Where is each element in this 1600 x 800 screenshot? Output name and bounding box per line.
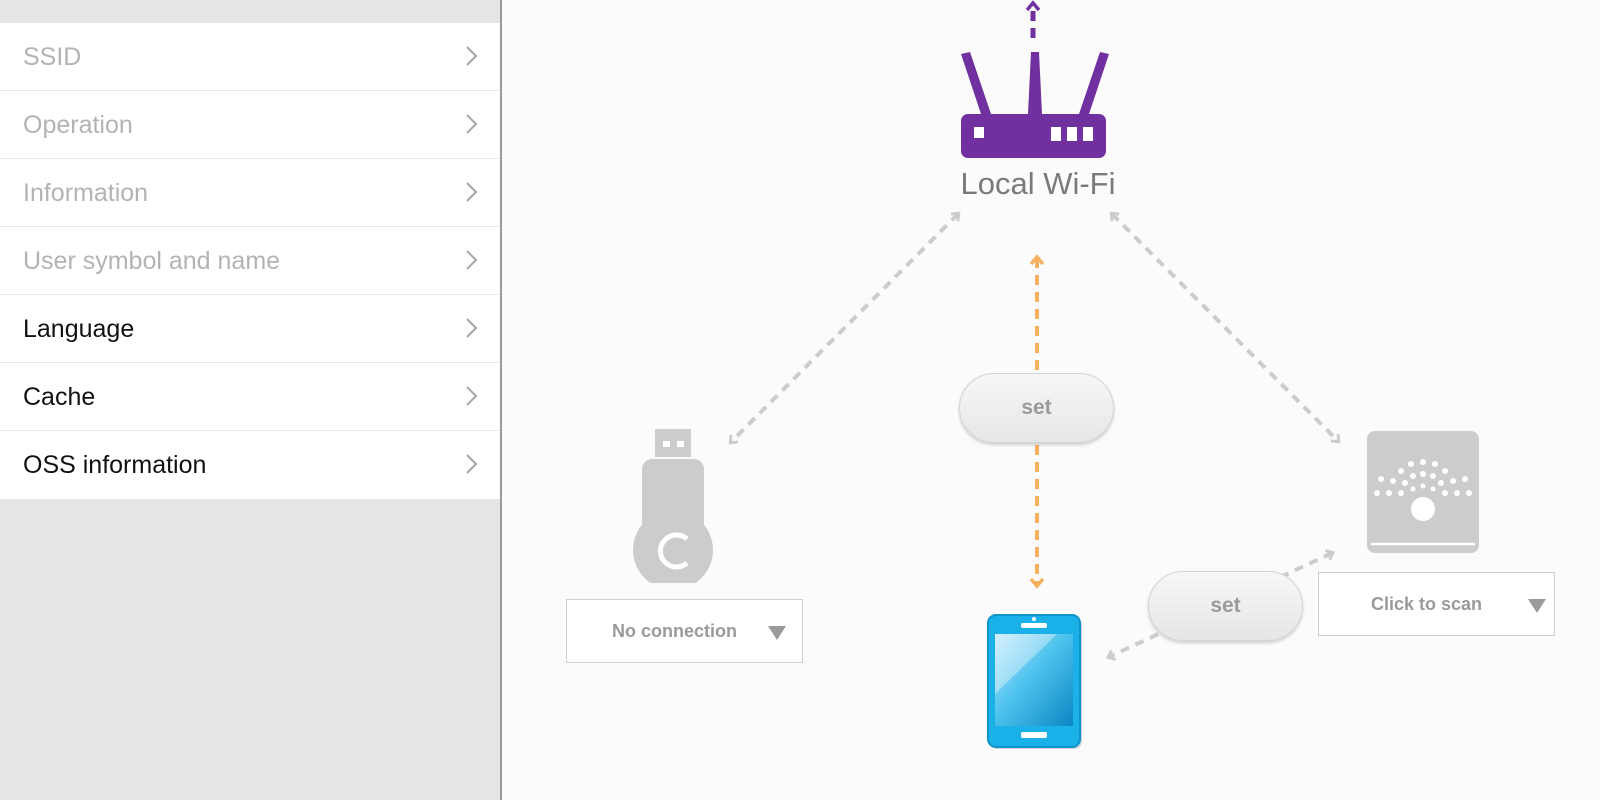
menu-item-ssid[interactable]: SSID xyxy=(0,23,500,91)
menu-item-user-symbol-and-name[interactable]: User symbol and name xyxy=(0,227,500,295)
smartphone-icon xyxy=(987,614,1082,749)
device-left-dropdown[interactable]: No connection xyxy=(566,599,803,663)
chevron-right-icon xyxy=(466,454,478,474)
device-right-dropdown[interactable]: Click to scan xyxy=(1318,572,1555,636)
menu-item-language[interactable]: Language xyxy=(0,295,500,363)
menu-item-cache[interactable]: Cache xyxy=(0,363,500,431)
menu-item-label: Operation xyxy=(23,111,133,139)
chevron-right-icon xyxy=(466,386,478,406)
settings-sidebar: SSID Operation Information User symbol a… xyxy=(0,0,502,800)
chevron-right-icon xyxy=(466,250,478,270)
caret-down-icon xyxy=(768,626,786,640)
menu-item-oss-information[interactable]: OSS information xyxy=(0,431,500,499)
menu-item-label: Cache xyxy=(23,383,96,411)
device-right-dropdown-value: Click to scan xyxy=(1370,594,1483,614)
caret-down-icon xyxy=(1528,599,1546,613)
chevron-right-icon xyxy=(466,318,478,338)
set-button-router-phone[interactable]: set xyxy=(959,373,1114,443)
menu-item-operation[interactable]: Operation xyxy=(0,91,500,159)
settings-menu: SSID Operation Information User symbol a… xyxy=(0,23,500,499)
menu-item-label: User symbol and name xyxy=(23,247,281,275)
menu-item-label: Language xyxy=(23,315,135,343)
menu-item-label: SSID xyxy=(23,43,82,71)
sidebar-divider xyxy=(500,0,502,800)
menu-item-label: OSS information xyxy=(23,451,207,479)
router-icon xyxy=(961,52,1109,158)
set-button-receiver-phone[interactable]: set xyxy=(1148,571,1303,641)
device-left-dropdown-value: No connection xyxy=(612,621,737,641)
menu-item-label: Information xyxy=(23,179,149,207)
wireless-receiver-icon xyxy=(1367,431,1479,553)
menu-item-information[interactable]: Information xyxy=(0,159,500,227)
usb-dongle-icon xyxy=(631,429,745,589)
chevron-right-icon xyxy=(466,114,478,134)
chevron-right-icon xyxy=(466,182,478,202)
chevron-right-icon xyxy=(466,46,478,66)
router-label: Local Wi-Fi xyxy=(960,166,1116,201)
